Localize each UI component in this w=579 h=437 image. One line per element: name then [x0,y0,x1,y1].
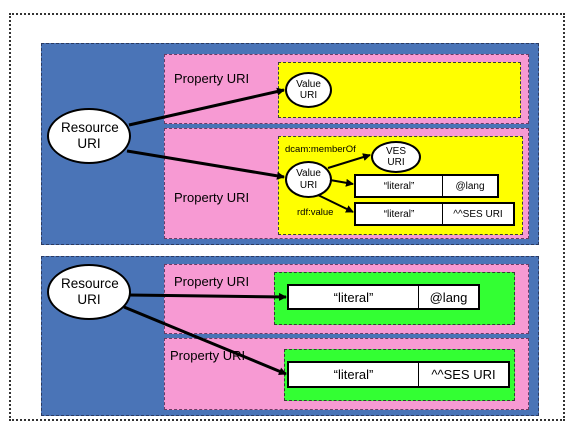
literal-box-4: “literal” ^^SES URI [287,361,510,388]
arrow-resource-to-literal-4 [123,305,287,376]
property-label-3: Property URI [174,274,250,289]
member-of-label: dcam:memberOf [285,144,356,155]
literal-box-2: “literal” ^^SES URI [354,202,515,226]
resource-label-bottom: Resource URI [61,276,119,307]
arrow-resource-to-value-1 [128,87,285,127]
arrow-resource-to-literal-3 [128,292,287,301]
arrow-value-to-lang-literal [329,178,354,187]
arrow-value-to-ves [327,153,371,169]
resource-node-top: Resource URI [47,108,131,164]
ves-node: VES URI [371,141,421,173]
literal-cell-4: “literal” [333,367,374,382]
literal-cell-3: “literal” [333,289,374,305]
value-node-1: Value URI [285,72,332,108]
value-node-2: Value URI [285,161,332,198]
literal-box-3: “literal” @lang [287,284,480,310]
value-label-1: Value URI [296,78,321,102]
value-label-2: Value URI [296,168,321,191]
outer-frame [9,13,565,421]
arrow-value-to-ses-literal [317,194,354,213]
property-label-4: Property URI [170,348,246,363]
rdf-value-label: rdf:value [297,207,334,218]
property-label-2: Property URI [174,190,250,205]
literal-cell-2: “literal” [383,208,415,220]
ses-cell-2: ^^SES URI [442,204,513,224]
arrow-resource-to-value-2 [126,149,285,180]
ves-label: VES URI [385,145,406,169]
lang-cell-1: @lang [442,176,497,196]
literal-cell-1: “literal” [383,180,415,192]
ses-cell-4: ^^SES URI [418,363,508,386]
property-label-1: Property URI [174,71,250,86]
literal-box-1: “literal” @lang [354,174,499,198]
lang-cell-3: @lang [418,286,478,308]
resource-label-top: Resource URI [61,120,119,151]
resource-node-bottom: Resource URI [47,264,131,320]
